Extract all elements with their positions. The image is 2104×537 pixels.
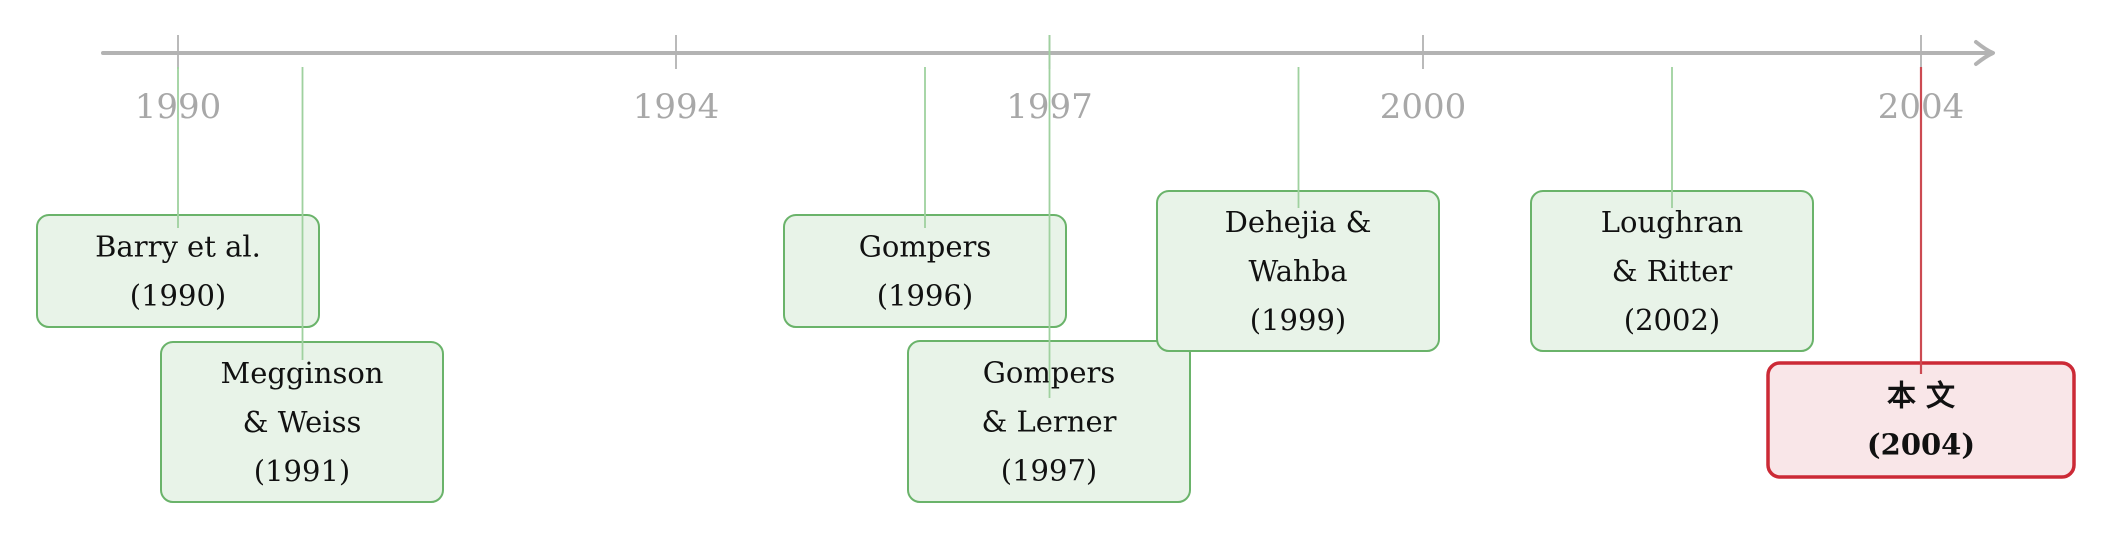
event-text-this-paper-1: (2004) <box>1867 428 1975 462</box>
event-gompers1996: Gompers (1996) <box>783 214 1067 328</box>
event-text-megginson-2: (1991) <box>254 454 350 488</box>
event-text-gompers-lerner-2: (1997) <box>1001 454 1097 488</box>
event-text-gompers-lerner-1: & Lerner <box>981 405 1116 439</box>
year-label-2000: 2000 <box>1380 87 1467 127</box>
event-boxes-layer: Barry et al. (1990) Megginson & Weiss (1991)… <box>36 190 2076 503</box>
event-dehejia: Dehejia & Wahba (1999) <box>1156 190 1440 352</box>
event-loughran: Loughran & Ritter (2002) <box>1530 190 1814 352</box>
event-text-this-paper-0: 本 文 <box>1887 379 1956 413</box>
event-text-loughran-1: & Ritter <box>1612 254 1733 288</box>
event-barry: Barry et al. (1990) <box>36 214 320 328</box>
event-megginson: Megginson & Weiss (1991) <box>160 341 444 503</box>
event-text-megginson-1: & Weiss <box>243 405 362 439</box>
event-text-megginson-0: Megginson <box>221 356 384 390</box>
connectors-overlay-layer <box>177 35 1923 398</box>
event-gompers-lerner: Gompers& Lerner(1997) <box>907 340 1191 503</box>
event-text-barry-1: (1990) <box>130 279 226 313</box>
event-text-dehejia-1: Wahba <box>1248 254 1347 288</box>
event-text-dehejia-0: Dehejia & <box>1225 205 1372 239</box>
event-text-dehejia-2: (1999) <box>1250 303 1346 337</box>
event-text-barry-0: Barry et al. <box>95 230 261 264</box>
year-label-1994: 1994 <box>633 87 720 127</box>
event-this-paper: 本 文 (2004) <box>1766 361 2076 479</box>
event-text-loughran-0: Loughran <box>1601 205 1743 239</box>
axis-arrow-icon <box>1974 40 1995 66</box>
event-text-loughran-2: (2002) <box>1624 303 1720 337</box>
event-text-gompers1996-1: (1996) <box>877 279 973 313</box>
event-text-gompers1996-0: Gompers <box>859 230 992 264</box>
